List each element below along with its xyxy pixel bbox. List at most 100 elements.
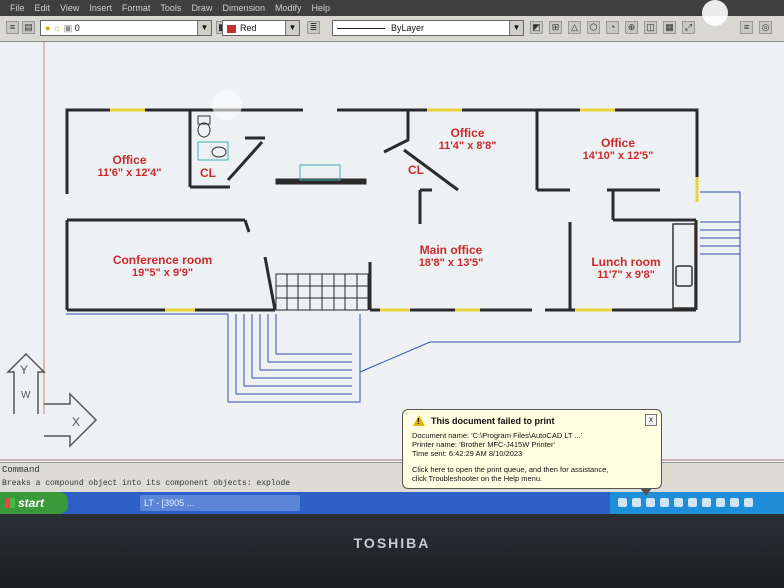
floor-plan: Y W X <box>0 42 784 461</box>
room-name: CL <box>408 163 424 177</box>
menu-dimension[interactable]: Dimension <box>222 3 265 13</box>
notification-help-text-1: Click here to open the print queue, and … <box>412 465 609 474</box>
layer-state-icon[interactable]: ▤ <box>22 21 35 34</box>
notification-document-name: Document name: 'C:\Program Files\AutoCAD… <box>412 431 583 440</box>
print-failed-notification[interactable]: ! This document failed to print x Docume… <box>402 409 662 489</box>
warning-icon: ! <box>413 415 425 426</box>
linetype-icon[interactable]: ≣ <box>307 21 320 34</box>
wall-segment <box>226 140 264 182</box>
tool-icon-10[interactable]: ≡ <box>740 21 753 34</box>
wall-segment <box>615 108 699 177</box>
room-name: Main office <box>419 243 483 257</box>
menu-draw[interactable]: Draw <box>191 3 213 13</box>
layer-select[interactable]: ● ☼ ▣ 0 ▼ <box>40 20 212 36</box>
chevron-down-icon[interactable]: ▼ <box>285 21 299 35</box>
tray-icon[interactable] <box>702 498 711 507</box>
room-label-closet-2: CL <box>404 163 428 177</box>
drawing-canvas[interactable]: Y W X Office 11'6" x 12'4" CL Office 11'… <box>0 42 784 462</box>
windows-logo-icon <box>5 498 15 508</box>
notification-help-text-2: click Troubleshooter on the Help menu. <box>412 474 543 483</box>
room-name: CL <box>200 166 216 180</box>
tray-icon[interactable] <box>716 498 725 507</box>
menu-file[interactable]: File <box>10 3 25 13</box>
room-dims: 18'8" x 13'5" <box>418 257 484 270</box>
linetype-select[interactable]: ByLayer ▼ <box>332 20 524 36</box>
layer-manager-icon[interactable]: ≡ <box>6 21 19 34</box>
screen-glare <box>212 90 242 120</box>
room-dims: 11'6" x 12'4" <box>97 167 162 180</box>
tool-icon-9[interactable]: ⤢ <box>682 21 695 34</box>
table-fixture <box>299 164 341 181</box>
command-window[interactable]: Command Breaks a compound object into it… <box>0 462 784 493</box>
color-select[interactable]: Red ▼ <box>222 20 300 36</box>
tray-icon[interactable] <box>730 498 739 507</box>
command-label: Command <box>2 465 40 475</box>
room-label-office-3: Office 14'10" x 12'5" <box>568 136 668 162</box>
sink-icon <box>197 141 229 161</box>
tray-icon[interactable] <box>688 498 697 507</box>
chevron-down-icon[interactable]: ▼ <box>509 21 523 35</box>
room-label-office-2: Office 11'4" x 8'8" <box>420 126 515 152</box>
tool-icon-8[interactable]: ▦ <box>663 21 676 34</box>
menu-bar: File Edit View Insert Format Tools Draw … <box>0 0 784 16</box>
system-tray <box>610 492 784 514</box>
tray-icon[interactable] <box>618 498 627 507</box>
tool-icon-4[interactable]: ⬡ <box>587 21 600 34</box>
menu-view[interactable]: View <box>60 3 80 13</box>
tray-icon[interactable] <box>660 498 669 507</box>
chevron-down-icon[interactable]: ▼ <box>197 21 211 35</box>
close-icon[interactable]: x <box>645 414 657 426</box>
windows <box>110 108 699 312</box>
room-name: Office <box>450 126 485 140</box>
room-label-lunch-room: Lunch room 11'7" x 9'8" <box>580 255 672 282</box>
tool-icon-3[interactable]: △ <box>568 21 581 34</box>
linetype-preview <box>337 28 385 30</box>
menu-modify[interactable]: Modify <box>274 3 302 13</box>
screen-glare <box>702 0 728 26</box>
room-dims: 19"5" x 9'9" <box>131 267 194 280</box>
menu-format[interactable]: Format <box>121 3 151 13</box>
tool-icon-2[interactable]: ⊞ <box>549 21 562 34</box>
menu-insert[interactable]: Insert <box>89 3 112 13</box>
start-button[interactable]: start <box>0 492 68 514</box>
properties-toolbar: ≡ ▤ ● ☼ ▣ 0 ▼ ◧ Red ▼ ≣ ByLayer ▼ ◩ ⊞ △ … <box>0 16 784 42</box>
room-label-main-office: Main office 18'8" x 13'5" <box>400 243 502 270</box>
tool-icon-1[interactable]: ◩ <box>530 21 543 34</box>
wall-segment <box>243 219 251 233</box>
walls <box>65 108 699 312</box>
signal-icon[interactable] <box>674 498 683 507</box>
room-name: Office <box>600 136 635 150</box>
room-name: Lunch room <box>591 255 661 269</box>
tool-icon-5[interactable]: ◔ <box>606 21 619 34</box>
notification-tail <box>640 488 652 496</box>
lock-icon: ▣ <box>63 23 73 33</box>
menu-edit[interactable]: Edit <box>34 3 51 13</box>
room-dims: 11'7" x 9'8" <box>597 269 655 282</box>
command-history: Breaks a compound object into its compon… <box>2 479 291 488</box>
room-label-conference: Conference room 19"5" x 9'9" <box>100 253 225 280</box>
ucs-x-label: X <box>72 415 80 429</box>
tray-icon[interactable] <box>744 498 753 507</box>
linetype-value: ByLayer <box>391 23 425 33</box>
room-label-closet-1: CL <box>196 166 220 180</box>
notification-printer-name: Printer name: 'Brother MFC-J415W Printer… <box>412 440 555 449</box>
ucs-icon <box>6 352 98 448</box>
printer-icon[interactable] <box>646 498 655 507</box>
tool-icon-6[interactable]: ⊕ <box>625 21 638 34</box>
room-name: Conference room <box>112 253 213 267</box>
wall-segment <box>403 148 459 192</box>
taskbar-item-autocad[interactable]: LT - [3905 ... <box>140 495 300 511</box>
notification-title: This document failed to print <box>431 416 555 426</box>
layer-value: 0 <box>74 23 80 33</box>
taskbar: start LT - [3905 ... <box>0 492 784 514</box>
toilet-icon <box>197 115 211 138</box>
tool-icon-7[interactable]: ◫ <box>644 21 657 34</box>
tray-icon[interactable] <box>632 498 641 507</box>
menu-help[interactable]: Help <box>311 3 331 13</box>
ucs-y-label: Y <box>20 363 28 377</box>
wall-segment <box>263 256 277 311</box>
ucs-w-label: W <box>21 390 31 401</box>
tool-icon-11[interactable]: ◎ <box>759 21 772 34</box>
menu-tools[interactable]: Tools <box>160 3 182 13</box>
autocad-window: File Edit View Insert Format Tools Draw … <box>0 0 784 520</box>
